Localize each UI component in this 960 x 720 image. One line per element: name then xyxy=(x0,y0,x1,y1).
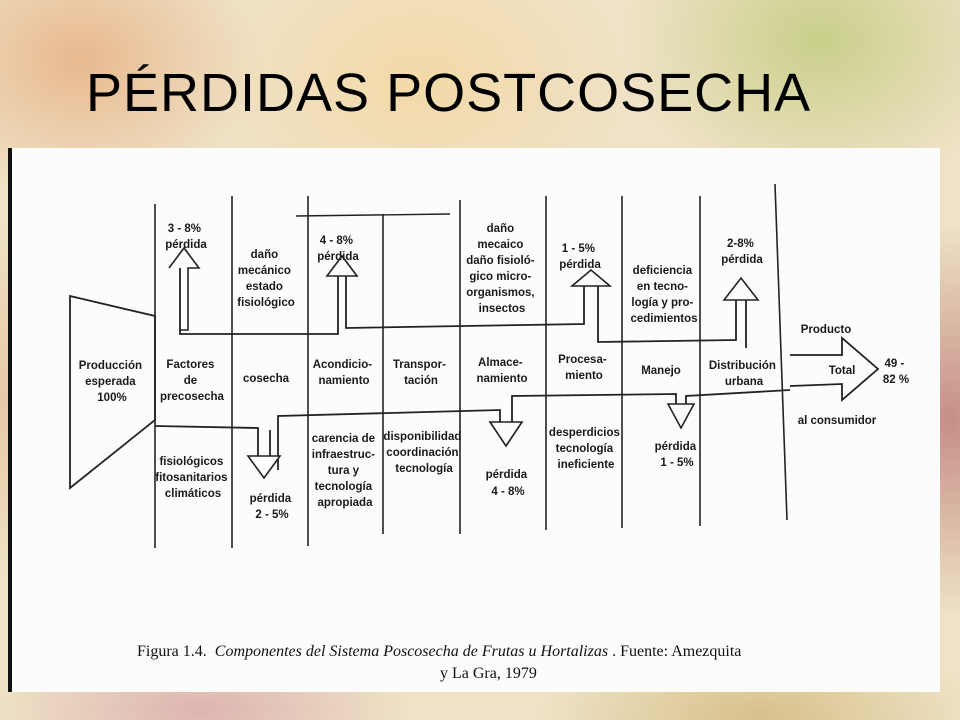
output-label-middle: Total xyxy=(829,365,856,377)
lower-cause-transport: disponibilidad coordinación tecnología xyxy=(383,431,464,475)
header-line xyxy=(295,213,451,217)
upper-loss-4: 2-8% pérdida xyxy=(721,238,763,266)
upper-cause-harvest: daño mecánico estado fisiológico xyxy=(237,249,295,309)
scanned-figure xyxy=(8,148,940,692)
lower-cause-conditioning: carencia de infraestruc- tura y tecnolog… xyxy=(312,433,379,509)
lower-arrow-1 xyxy=(246,455,282,480)
stage-transport: Transpor- tación xyxy=(393,359,449,387)
lower-loss-1: pérdida 2 - 5% xyxy=(250,493,295,521)
output-value: 49 - 82 % xyxy=(883,358,909,386)
slide-title: PÉRDIDAS POSTCOSECHA xyxy=(86,63,812,123)
stage-handling: Manejo xyxy=(641,365,681,377)
stage-storage: Almace- namiento xyxy=(476,357,527,385)
upper-arrow-1 xyxy=(168,246,201,331)
lower-arrow-3 xyxy=(666,403,696,430)
upper-cause-handling: deficiencia en tecno- logía y pro- cedim… xyxy=(630,265,697,325)
upper-cause-storage: daño mecaico daño fisioló- gico micro- o… xyxy=(466,223,538,315)
upper-loss-1: 3 - 8% pérdida xyxy=(165,223,207,251)
upper-arrow-3 xyxy=(569,268,613,287)
stage-harvest: cosecha xyxy=(243,373,290,385)
lower-loss-path xyxy=(154,389,791,470)
output-label-top: Producto xyxy=(801,324,851,336)
stage-conditioning: Acondicio- namiento xyxy=(313,359,376,387)
production-funnel xyxy=(69,294,156,490)
stage-processing: Procesa- miento xyxy=(558,354,610,382)
figure-caption: Figura 1.4. Componentes del Sistema Posc… xyxy=(137,643,741,660)
upper-loss-3: 1 - 5% pérdida xyxy=(559,243,601,271)
column-separators xyxy=(154,183,788,548)
figure-caption-line2: y La Gra, 1979 xyxy=(440,665,537,682)
lower-cause-preharvest: fisiológicos fitosanitarios climáticos xyxy=(155,456,230,500)
stage-urban-distribution: Distribución urbana xyxy=(709,360,779,388)
upper-arrow-2 xyxy=(325,254,359,277)
upper-arrow-4 xyxy=(722,276,760,301)
output-label-bottom: al consumidor xyxy=(798,415,877,427)
lower-loss-3: pérdida 1 - 5% xyxy=(655,441,700,469)
upper-loss-path xyxy=(179,268,747,348)
output-arrow xyxy=(789,336,880,402)
upper-loss-2: 4 - 8% pérdida xyxy=(317,235,359,263)
lower-cause-processing: desperdicios tecnología ineficiente xyxy=(549,427,623,471)
scan-border xyxy=(8,148,12,692)
stage-production: Producción esperada 100% xyxy=(79,360,145,404)
lower-loss-2: pérdida 4 - 8% xyxy=(486,469,531,498)
stage-preharvest: Factores de precosecha xyxy=(160,359,225,403)
lower-arrow-2 xyxy=(488,421,524,448)
